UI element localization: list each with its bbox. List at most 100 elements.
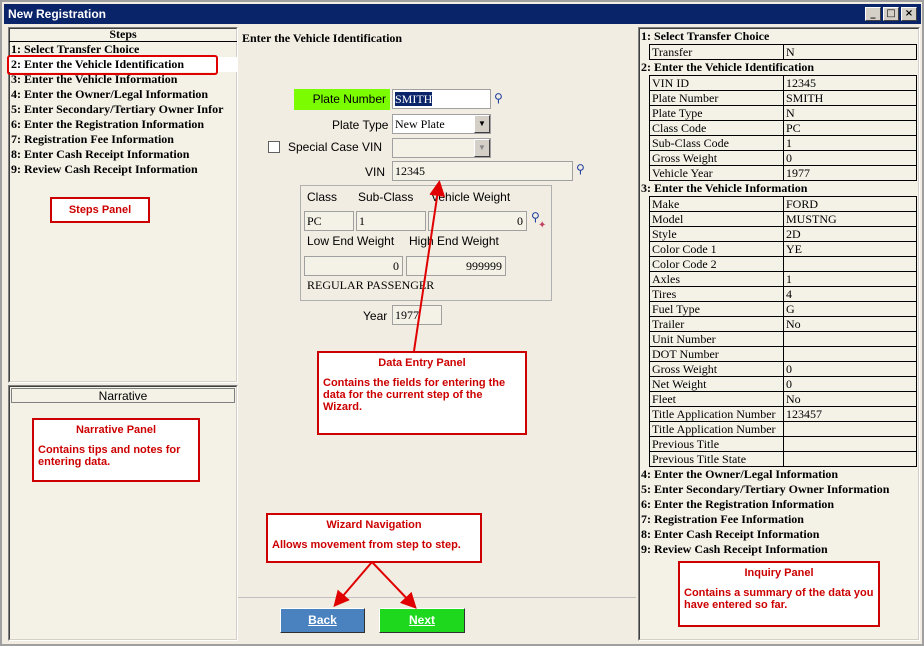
year-label: Year xyxy=(363,309,388,323)
inquiry-section-title: 5: Enter Secondary/Tertiary Owner Inform… xyxy=(641,482,890,496)
step-item[interactable]: 8: Enter Cash Receipt Information xyxy=(11,147,190,161)
vin-input[interactable]: 12345 xyxy=(392,161,573,181)
back-button[interactable]: Back xyxy=(280,608,365,633)
special-case-select[interactable]: ▼ xyxy=(392,138,491,158)
class-label: Class xyxy=(307,190,338,204)
inquiry-field-name: Transfer xyxy=(649,44,784,60)
plate-type-select[interactable]: New Plate ▼ xyxy=(392,114,491,134)
plate-number-input[interactable]: SMITH xyxy=(392,89,491,109)
inquiry-section-title: 1: Select Transfer Choice xyxy=(641,29,770,43)
plate-number-label: Plate Number xyxy=(294,89,390,110)
table-row: Title Application Number xyxy=(649,421,917,437)
data-entry-panel-callout: Data Entry Panel Contains the fields for… xyxy=(317,351,527,435)
inquiry-panel-callout: Inquiry Panel Contains a summary of the … xyxy=(678,561,880,627)
step-item[interactable]: 9: Review Cash Receipt Information xyxy=(11,162,198,176)
special-case-checkbox[interactable] xyxy=(268,141,280,153)
low-end-weight-label: Low End Weight xyxy=(307,234,395,248)
high-end-weight-input[interactable]: 999999 xyxy=(406,256,506,276)
vehicle-weight-input[interactable]: 0 xyxy=(428,211,527,231)
chevron-down-icon[interactable]: ▼ xyxy=(474,115,490,133)
window-title: New Registration xyxy=(8,7,107,21)
steps-header: Steps xyxy=(9,28,237,42)
close-icon[interactable]: × xyxy=(901,7,917,21)
special-case-label: Special Case VIN xyxy=(288,140,383,154)
inquiry-section-title: 7: Registration Fee Information xyxy=(641,512,804,526)
inquiry-section-title: 9: Review Cash Receipt Information xyxy=(641,542,828,556)
low-end-weight-input[interactable]: 0 xyxy=(304,256,403,276)
steps-panel-callout: Steps Panel xyxy=(50,197,150,223)
inquiry-section-title: 6: Enter the Registration Information xyxy=(641,497,835,511)
window-controls: _ □ × xyxy=(865,7,917,21)
narrative-header: Narrative xyxy=(11,388,235,403)
vehicle-class-group xyxy=(300,185,552,301)
inquiry-section-title: 4: Enter the Owner/Legal Information xyxy=(641,467,839,481)
inquiry-field-value: 1977 xyxy=(783,165,917,181)
chevron-down-icon[interactable]: ▼ xyxy=(474,139,490,157)
step-item[interactable]: 1: Select Transfer Choice xyxy=(11,42,140,56)
narrative-panel-callout: Narrative Panel Contains tips and notes … xyxy=(32,418,200,482)
inquiry-field-value: 123457 xyxy=(783,406,917,422)
next-arrow xyxy=(371,561,417,609)
inquiry-field-name: Previous Title State xyxy=(649,451,784,467)
wizard-navigation-callout: Wizard Navigation Allows movement from s… xyxy=(266,513,482,563)
inquiry-field-name: Vehicle Year xyxy=(649,165,784,181)
inquiry-field-name: Title Application Number xyxy=(649,421,784,437)
inquiry-field-name: DOT Number xyxy=(649,346,784,362)
inquiry-field-name: Fuel Type xyxy=(649,301,784,317)
class-search-icon[interactable]: ⚲ xyxy=(531,210,540,224)
active-step-highlight xyxy=(7,55,218,75)
vin-label: VIN xyxy=(365,165,386,179)
title-bar: New Registration _ □ × xyxy=(4,4,921,24)
next-button[interactable]: Next xyxy=(379,608,465,633)
step-item[interactable]: 7: Registration Fee Information xyxy=(11,132,174,146)
class-input[interactable]: PC xyxy=(304,211,354,231)
class-description: REGULAR PASSENGER xyxy=(307,278,435,292)
inquiry-section-title: 3: Enter the Vehicle Information xyxy=(641,181,808,195)
maximize-icon[interactable]: □ xyxy=(883,7,899,21)
subclass-input[interactable]: 1 xyxy=(356,211,426,231)
inquiry-section-title: 8: Enter Cash Receipt Information xyxy=(641,527,820,541)
form-heading: Enter the Vehicle Identification xyxy=(242,31,403,45)
sparkle-icon: ✦ xyxy=(538,220,547,231)
year-input[interactable]: 1977 xyxy=(392,305,442,325)
table-row: Color Code 2 xyxy=(649,256,917,272)
vin-search-icon[interactable]: ⚲ xyxy=(576,162,585,176)
plate-search-icon[interactable]: ⚲ xyxy=(494,91,503,105)
step-item[interactable]: 4: Enter the Owner/Legal Information xyxy=(11,87,209,101)
table-row: Unit Number xyxy=(649,331,917,347)
step-item[interactable]: 3: Enter the Vehicle Information xyxy=(11,72,178,86)
minimize-icon[interactable]: _ xyxy=(865,7,881,21)
subclass-label: Sub-Class xyxy=(358,190,414,204)
data-entry-arrow xyxy=(413,180,446,352)
inquiry-field-value xyxy=(783,451,917,467)
inquiry-section-title: 2: Enter the Vehicle Identification xyxy=(641,60,815,74)
table-row: DOT Number xyxy=(649,346,917,362)
back-arrow xyxy=(333,561,373,608)
wizard-navigation-area xyxy=(238,597,636,641)
plate-type-label: Plate Type xyxy=(332,118,389,132)
step-item[interactable]: 6: Enter the Registration Information xyxy=(11,117,205,131)
inquiry-field-value: N xyxy=(783,44,917,60)
table-row: Previous Title State xyxy=(649,451,917,467)
step-item[interactable]: 2: Enter the Vehicle Identification xyxy=(9,57,237,72)
step-item[interactable]: 5: Enter Secondary/Tertiary Owner Infor xyxy=(11,102,224,116)
data-entry-panel: Enter the Vehicle Identification xyxy=(238,27,636,595)
vehicle-weight-label: Vehicle Weight xyxy=(431,190,511,204)
